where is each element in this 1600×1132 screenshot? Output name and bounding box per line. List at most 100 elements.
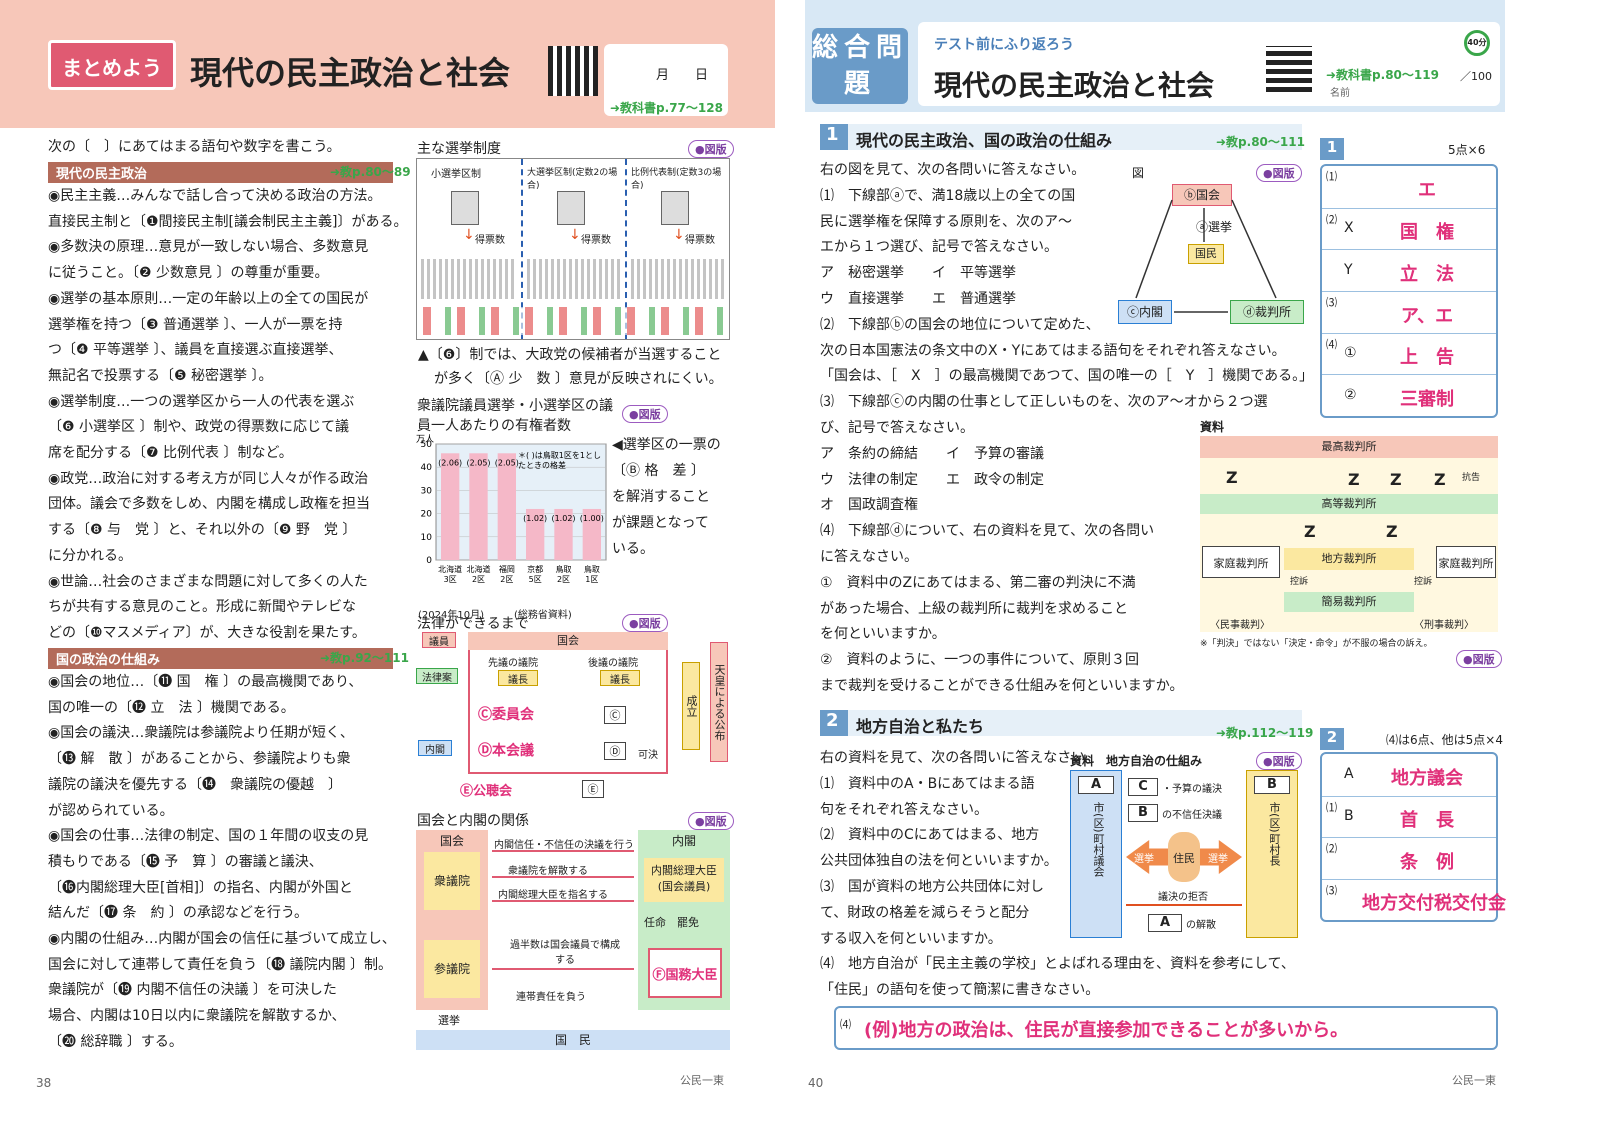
box-b-2: B	[1128, 804, 1158, 822]
box-c: C	[1128, 778, 1158, 796]
answer-key: B	[1344, 808, 1354, 825]
answer-value: 三審制	[1400, 389, 1454, 411]
q2-heading-bar	[820, 710, 1302, 736]
court-badge: ●図版	[1456, 650, 1502, 668]
bar	[469, 453, 488, 560]
text-line: 「国会は、［ X ］の最高機関であつて、国の唯一の［ Y ］機関である。」	[820, 368, 1314, 385]
relation-diagram-title: 国会と内閣の関係	[417, 813, 529, 829]
arrow-label-1: 内閣信任・不信任の決議を行う	[494, 840, 634, 851]
answer-qnum: ⑶	[1326, 883, 1337, 897]
fig-badge: ●図版	[1256, 164, 1302, 182]
text-line: オ 国政調査権	[820, 497, 918, 514]
b-text: の不信任決議	[1162, 810, 1222, 821]
text-line: 国会に対して連帯して責任を負う〔⓲ 議院内閣 〕制。	[48, 956, 393, 973]
answer-key: ②	[1344, 387, 1357, 404]
textbook-ref: ➜教科書p.77～128	[610, 101, 723, 115]
mayor-label: 市(区)町村長	[1268, 802, 1281, 866]
q1-title: 現代の民主政治、国の政治の仕組み	[856, 131, 1113, 150]
text-line: ウ 直接選挙 エ 普通選挙	[820, 290, 1016, 307]
f-box: Ⓕ国務大臣	[648, 948, 722, 998]
text-line: 結んだ〔⓱ 条 約 〕の承認などを行う。	[48, 905, 309, 922]
q2-ref: ➜教p.112～119	[1216, 726, 1314, 740]
text-line: ウ 法律の制定 エ 政令の制定	[820, 471, 1044, 488]
bar-data-label: (1.02)	[523, 514, 547, 523]
text-line: ◀選挙区の一票の	[612, 437, 721, 453]
answer-row[interactable]: ⑵条 例	[1322, 837, 1496, 879]
right-badge: 総合問題	[812, 28, 908, 104]
text-line: 〔❻ 小選挙区 〕制や、政党の得票数に応じて議	[48, 419, 350, 436]
court-district: 地方裁判所	[1284, 548, 1414, 570]
diagram-election-title: 主な選挙制度	[417, 141, 501, 157]
figure-badge: ●図版	[688, 140, 734, 158]
court-z-1: Z	[1226, 468, 1238, 487]
senkyo-label: 選挙	[438, 1014, 460, 1027]
text-line: 直接民主制と〔❶間接民主制[議会制民主主義]〕がある。	[48, 213, 408, 230]
text-line: 議院の議決を優先する〔⓮ 衆議院の優越 〕	[48, 776, 342, 793]
answer-qnum: ⑴	[1326, 800, 1337, 814]
intro-text: 次の〔 〕にあてはまる語句や数字を書こう。	[48, 139, 341, 155]
answer-value: 立 法	[1400, 264, 1454, 286]
pm-box: 内閣総理大臣(国会議員)	[644, 858, 724, 902]
chart-source: (2024年10月) (総務省資料)	[418, 610, 572, 621]
q1-heading-bar	[820, 124, 1302, 150]
court-note: ※「判決」ではない「決定・命令」が不服の場合の訴え。	[1200, 639, 1433, 649]
text-line: 「住民」の語句を使って簡潔に書きなさい。	[820, 982, 1100, 999]
text-line: 民に選挙権を保障する原則を、次のア～	[820, 213, 1072, 230]
court-z-3: Z	[1390, 470, 1402, 489]
chart-figure-badge: ●図版	[622, 405, 668, 423]
answer-row[interactable]: ⑴エ	[1322, 166, 1496, 208]
chart-note: ＊( )は鳥取1区を1とし	[518, 450, 601, 460]
senkyo-right: 選挙	[1208, 854, 1228, 865]
box-a-2: A	[1148, 914, 1182, 932]
bar	[441, 453, 460, 560]
section-heading-1: 現代の民主政治	[48, 162, 393, 183]
text-line: する〔❽ 与 党 〕と、それ以外の〔❾ 野 党 〕	[48, 522, 357, 539]
kaisan-label: の解散	[1186, 920, 1216, 931]
text-line: 〔⓰内閣総理大臣[首相]〕の指名、内閣が外国と	[48, 879, 353, 896]
answer-value: 上 告	[1400, 347, 1454, 369]
voter-bar-chart: 万人01020304050(2.06)北海道3区(2.05)北海道2区(2.05…	[416, 434, 607, 584]
relation-figure-badge: ●図版	[688, 812, 734, 830]
bar	[526, 508, 545, 560]
answer-row[interactable]: ⑶ア、エ	[1322, 291, 1496, 333]
page-number-left: 38	[36, 1076, 52, 1090]
text-line: ◉選挙の基本原則…一定の年齢以上の全ての国民が	[48, 290, 369, 307]
text-line: が認められている。	[48, 802, 174, 819]
text-line: ◉政党…政治に対する考え方が同じ人々が作る政治	[48, 470, 369, 487]
text-line: ◉国会の地位…〔⓫ 国 権 〕の最高機関であり、	[48, 674, 363, 690]
answer-row[interactable]: ② 三審制	[1322, 374, 1496, 416]
court-z-6: Z	[1386, 522, 1398, 541]
answer1-points: 5点×6	[1448, 143, 1486, 157]
court-family-2: 家庭裁判所	[1436, 546, 1496, 578]
y-tick-label: 0	[426, 556, 432, 566]
section-ref-2: ➜教p.92～111	[320, 651, 409, 665]
local-gov-diagram: A B 市(区)町村議会 市(区)町村長 C ・予算の議決 B の不信任決議 住…	[1070, 770, 1298, 938]
x-tick-label-sub: 2区	[500, 575, 513, 584]
text-line: 右の資料を見て、次の各問いに答えなさい。	[820, 750, 1100, 766]
chart-side-text: ◀選挙区の一票の〔Ⓑ 格 差 〕を解消することが課題となっている。	[612, 432, 721, 562]
answer-row[interactable]: ⑶地方交付税交付金	[1322, 878, 1506, 921]
text-line: て、財政の格差を減らそうと配分	[820, 904, 1030, 921]
bar-data-label: (1.00)	[580, 514, 604, 523]
text-line: 席を配分する〔❼ 比例代表 〕制など。	[48, 445, 293, 462]
left-tag: まとめよう	[48, 40, 176, 90]
court-z-2: Z	[1348, 470, 1360, 489]
q1-ref: ➜教p.80～111	[1216, 135, 1305, 149]
q2-text: 右の資料を見て、次の各問いに答えなさい。⑴ 資料中のA・Bにあてはまる語句をそれ…	[820, 746, 1320, 1004]
answer4-text: (例)地方の政治は、住民が直接参加できることが多いから。	[864, 1020, 1349, 1041]
law-diagram-title: 法律ができるまで	[417, 616, 529, 632]
kokkai-label: 国会	[439, 834, 464, 848]
x-tick-label-sub: 2区	[557, 575, 570, 584]
text-line: エから１つ選び、記号で答えなさい。	[820, 239, 1058, 256]
text-line: ② 資料のように、一つの事件について、原則３回	[820, 652, 1140, 669]
summary-list-1: ◉民主主義…みんなで話し合って決める政治の方法。直接民主制と〔❶間接民主制[議会…	[48, 184, 408, 647]
footer-right: 公民一東	[1452, 1074, 1496, 1087]
arrow-label-5: 連帯責任を負う	[516, 992, 586, 1003]
text-line: ⑴ 下線部ⓐで、満18歳以上の全ての国	[820, 187, 1076, 204]
vote-label-1: 得票数	[475, 235, 505, 246]
